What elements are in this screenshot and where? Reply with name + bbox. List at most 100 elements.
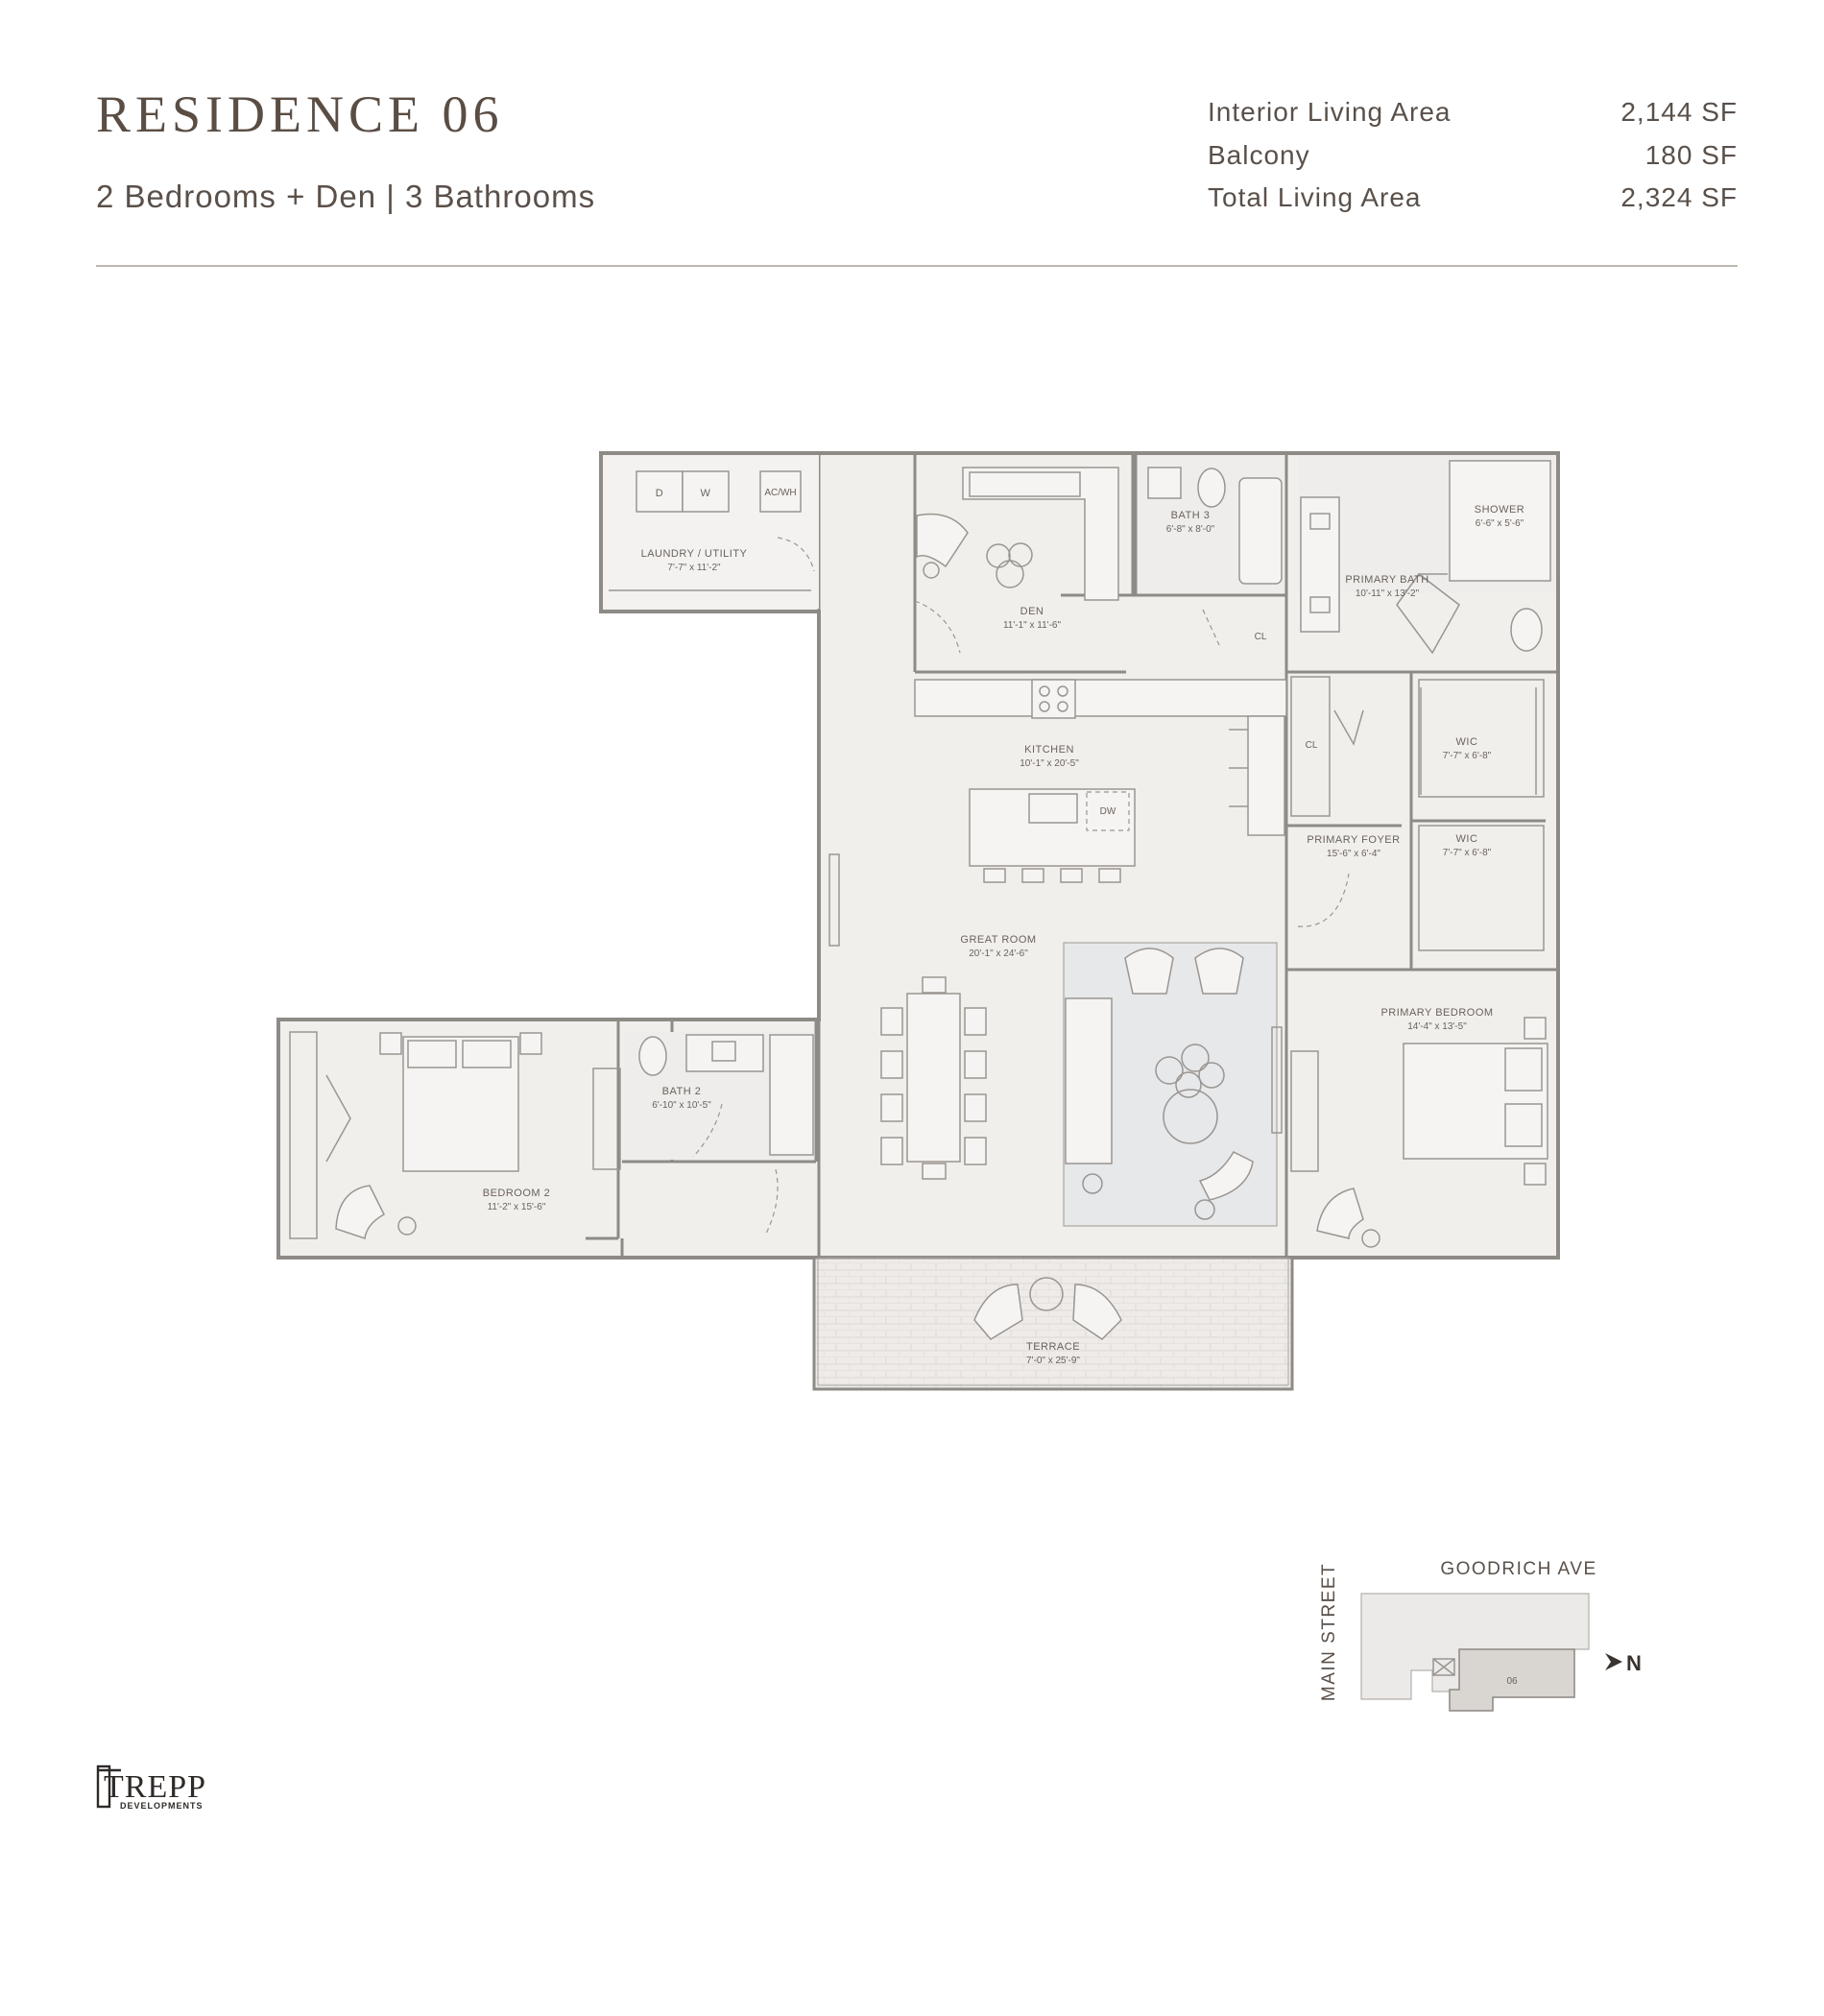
- floor-plan: D W AC/WH LAUNDRY / UTILITY 7'-7" x 11'-…: [276, 451, 1560, 1391]
- wic2-shelving: [1418, 825, 1545, 951]
- barstool: [983, 868, 1006, 883]
- north-label: N: [1626, 1651, 1642, 1675]
- primary-foyer-name: PRIMARY FOYER: [1307, 834, 1400, 846]
- kitchen-tall-cabinets: [1247, 715, 1285, 836]
- dryer-icon: [636, 470, 684, 513]
- primary-bedroom-room: PRIMARY BEDROOM 14'-4" x 13'-5": [1290, 1007, 1548, 1248]
- wic1-dim: 7'-7" x 6'-8": [1443, 751, 1492, 761]
- bath2-room: BATH 2 6'-10" x 10'-5": [624, 1032, 814, 1160]
- dryer-label: D: [656, 488, 663, 499]
- residence-title: RESIDENCE 06: [96, 85, 504, 143]
- primary-bath-dim: 10'-11" x 13'-2": [1356, 588, 1420, 599]
- kitchen-name: KITCHEN: [1024, 744, 1074, 756]
- washer-label: W: [701, 488, 711, 499]
- water-heater-label: AC/WH: [764, 488, 796, 498]
- key-plan: GOODRICH AVE MAIN STREET 06 N: [1319, 1559, 1642, 1712]
- area-value: 2,144 SF: [1620, 97, 1738, 128]
- terrace-dim: 7'-0" x 25'-9": [1026, 1356, 1080, 1366]
- area-label: Interior Living Area: [1208, 97, 1452, 128]
- great-room-dim: 20'-1" x 24'-6": [969, 948, 1028, 959]
- den-closet-label: CL: [1255, 632, 1267, 642]
- bath2-name: BATH 2: [662, 1086, 702, 1097]
- bedroom2-room: BEDROOM 2 11'-2" x 15'-6": [289, 1031, 779, 1239]
- bath3-name: BATH 3: [1171, 510, 1211, 521]
- key-plan-unit-label: 06: [1506, 1676, 1518, 1687]
- logo-subtitle: DEVELOPMENTS: [120, 1801, 204, 1811]
- range-icon: [1031, 679, 1076, 719]
- bath3-room: BATH 3 6'-8" x 8'-0" CL: [1138, 455, 1284, 646]
- bedroom2-name: BEDROOM 2: [483, 1188, 551, 1199]
- area-row-total: Total Living Area 2,324 SF: [1208, 177, 1738, 220]
- area-row-balcony: Balcony 180 SF: [1208, 134, 1738, 178]
- area-value: 2,324 SF: [1620, 182, 1738, 213]
- island-sink: [1028, 793, 1078, 824]
- bath3-tub: [1238, 477, 1283, 585]
- water-heater-icon: [759, 470, 802, 513]
- north-arrow-icon: [1605, 1653, 1622, 1670]
- residence-subtitle: 2 Bedrooms + Den | 3 Bathrooms: [96, 179, 596, 214]
- kitchen-area: DW KITCHEN 10'-1" x 20'-5": [914, 679, 1287, 883]
- coffee-table: [1163, 1089, 1218, 1144]
- primary-bedroom-dim: 14'-4" x 13'-5": [1407, 1021, 1467, 1032]
- den-room: DEN 11'-1" x 11'-6": [914, 467, 1119, 654]
- kitchen-counter: [914, 679, 1287, 717]
- terrace-name: TERRACE: [1026, 1341, 1080, 1353]
- terrace-edge: [817, 1257, 1289, 1386]
- laundry-utility-room: D W AC/WH LAUNDRY / UTILITY 7'-7" x 11'-…: [603, 455, 819, 609]
- primary-bath-toilet: [1510, 608, 1543, 652]
- terrace-area: [812, 1256, 1294, 1391]
- logo-wordmark: TREPP: [104, 1769, 206, 1805]
- wic1-name: WIC: [1456, 736, 1478, 748]
- key-plan-unit-06: [1449, 1648, 1575, 1712]
- terrace-table: [1029, 1277, 1064, 1311]
- den-name: DEN: [1020, 606, 1044, 617]
- area-value: 180 SF: [1644, 139, 1738, 170]
- area-label: Balcony: [1208, 139, 1310, 170]
- den-chair: [916, 513, 969, 568]
- header-divider: [96, 265, 1738, 267]
- kitchen-dim: 10'-1" x 20'-5": [1020, 758, 1079, 769]
- foyer-closet: [1290, 676, 1331, 817]
- great-room-area: GREAT ROOM 20'-1" x 24'-6": [828, 853, 1283, 1227]
- kitchen-island: [969, 788, 1136, 867]
- shower-name: SHOWER: [1475, 504, 1525, 516]
- bedroom2-closet: [289, 1031, 318, 1239]
- primary-suite-closets: WIC 7'-7" x 6'-8" WIC 7'-7" x 6'-8" CL P…: [1290, 676, 1545, 951]
- den-dim: 11'-1" x 11'-6": [1003, 620, 1061, 631]
- foyer-closet-label: CL: [1306, 740, 1318, 751]
- bath3-toilet: [1197, 468, 1226, 508]
- great-room-name: GREAT ROOM: [960, 934, 1036, 946]
- shower-stall: [1449, 460, 1551, 582]
- wic2-dim: 7'-7" x 6'-8": [1443, 848, 1492, 858]
- shower-dim: 6'-6" x 5'-6": [1476, 518, 1524, 529]
- bedroom2-dim: 11'-2" x 15'-6": [488, 1202, 546, 1212]
- terrace-furniture: TERRACE 7'-0" x 25'-9": [973, 1277, 1122, 1366]
- wic1-shelving: [1418, 679, 1545, 798]
- developer-logo: TREPP DEVELOPMENTS: [96, 1764, 206, 1811]
- bath3-sink: [1147, 467, 1182, 499]
- bath3-dim: 6'-8" x 8'-0": [1166, 524, 1215, 535]
- great-room-console: [828, 853, 840, 947]
- primary-bath-name: PRIMARY BATH: [1345, 574, 1428, 586]
- primary-bedroom-name: PRIMARY BEDROOM: [1380, 1007, 1493, 1019]
- laundry-name: LAUNDRY / UTILITY: [641, 548, 748, 560]
- key-plan-street-top: GOODRICH AVE: [1440, 1559, 1596, 1579]
- dining-table: [906, 993, 961, 1163]
- living-sofa: [1065, 997, 1113, 1164]
- area-table: Interior Living Area 2,144 SF Balcony 18…: [1208, 91, 1738, 220]
- area-label: Total Living Area: [1208, 182, 1422, 213]
- washer-icon: [682, 470, 730, 513]
- primary-bath-room: SHOWER 6'-6" x 5'-6" PRIMARY BATH 10'-11…: [1298, 455, 1556, 655]
- key-plan-street-side: MAIN STREET: [1319, 1563, 1339, 1701]
- lounge-chair: [1124, 948, 1174, 995]
- area-row-interior: Interior Living Area 2,144 SF: [1208, 91, 1738, 134]
- primary-foyer-dim: 15'-6" x 6'-4": [1327, 849, 1380, 859]
- dishwasher-icon: [1086, 791, 1130, 831]
- dishwasher-label: DW: [1100, 806, 1116, 817]
- bath2-toilet: [638, 1036, 667, 1076]
- laundry-dim: 7'-7" x 11'-2": [667, 563, 721, 573]
- bath2-shower: [769, 1034, 814, 1156]
- bath2-dim: 6'-10" x 10'-5": [652, 1100, 711, 1111]
- wic2-name: WIC: [1456, 833, 1478, 845]
